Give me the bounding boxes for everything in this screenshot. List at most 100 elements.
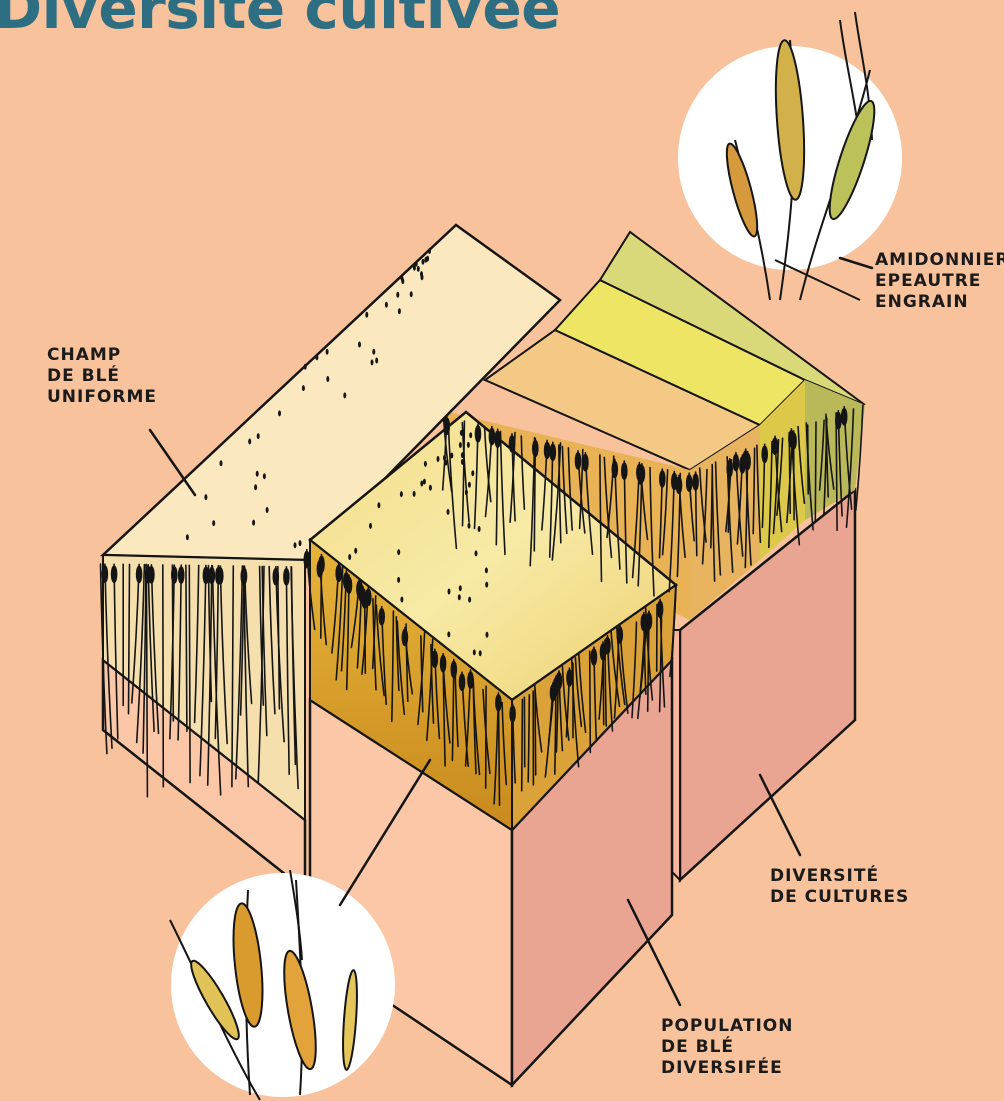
wheat-ear <box>545 442 550 458</box>
wheat-ear <box>605 638 610 654</box>
wheat-ear <box>576 453 581 469</box>
wheat-ear <box>336 565 341 581</box>
label-line: DE BLÉ <box>47 366 157 387</box>
wheat-stalk <box>590 651 591 752</box>
texture-dot <box>212 520 215 526</box>
wheat-ear <box>179 567 184 583</box>
wheat-ear <box>510 436 515 452</box>
wheat-stalk <box>836 413 837 531</box>
texture-dot <box>428 248 431 254</box>
texture-dot <box>459 442 462 448</box>
wheat-ear <box>489 429 494 445</box>
texture-dot <box>460 430 463 436</box>
wheat-ear <box>773 438 778 454</box>
wheat-ear <box>789 431 794 447</box>
texture-dot <box>458 594 461 600</box>
texture-dot <box>252 520 255 526</box>
wheat-ear <box>379 609 384 625</box>
texture-dot <box>371 359 374 365</box>
texture-dot <box>204 494 207 500</box>
texture-dot <box>447 631 450 637</box>
texture-dot <box>248 439 251 445</box>
wheat-ear <box>762 446 767 462</box>
texture-dot <box>410 291 413 297</box>
label-ancient-wheats: AMIDONNIER EPEAUTRE ENGRAIN <box>875 250 1004 313</box>
texture-dot <box>424 257 427 263</box>
wheat-ear <box>317 561 322 577</box>
wheat-ear <box>203 567 208 583</box>
wheat-ear <box>476 426 481 442</box>
wheat-stalk <box>172 565 173 721</box>
wheat-ear <box>137 566 142 582</box>
texture-dot <box>372 349 375 355</box>
label-line: DIVERSIFÉE <box>661 1058 793 1079</box>
texture-dot <box>443 455 446 461</box>
texture-dot <box>420 271 423 277</box>
wheat-stalk <box>186 565 187 731</box>
texture-dot <box>437 456 440 462</box>
texture-dot <box>278 410 281 416</box>
wheat-ear <box>687 475 692 491</box>
texture-dot <box>468 523 471 529</box>
wheat-ear <box>567 670 572 686</box>
texture-dot <box>461 452 464 458</box>
wheat-ear <box>693 474 698 490</box>
wheat-ear <box>612 461 617 477</box>
texture-dot <box>459 585 462 591</box>
texture-dot <box>485 582 488 588</box>
wheat-ear <box>677 477 682 493</box>
texture-dot <box>420 481 423 487</box>
texture-dot <box>375 358 378 364</box>
texture-dot <box>220 460 223 466</box>
wheat-ear <box>304 552 309 568</box>
wheat-ear <box>112 566 117 582</box>
texture-dot <box>423 479 426 485</box>
texture-dot <box>385 302 388 308</box>
wheat-stalk <box>499 697 500 805</box>
texture-dot <box>343 392 346 398</box>
wheat-ear <box>218 568 223 584</box>
texture-dot <box>467 442 470 448</box>
texture-dot <box>401 278 404 284</box>
wheat-ear <box>347 577 352 593</box>
texture-dot <box>186 534 189 540</box>
label-wheat-population: POPULATION DE BLÉ DIVERSIFÉE <box>661 1016 793 1079</box>
wheat-ear <box>638 468 643 484</box>
texture-dot <box>417 266 420 272</box>
wheat-ear <box>591 649 596 665</box>
texture-dot <box>429 485 432 491</box>
wheat-ear <box>284 569 289 585</box>
wheat-stalk <box>129 564 130 713</box>
texture-dot <box>450 453 453 459</box>
wheat-stalk <box>163 565 164 787</box>
texture-dot <box>468 482 471 488</box>
wheat-ear <box>102 566 107 582</box>
wheat-stalk <box>146 565 147 797</box>
wheat-ears-icon <box>678 12 902 300</box>
wheat-ear <box>432 651 437 667</box>
wheat-ear <box>583 455 588 471</box>
wheat-ear <box>836 413 841 429</box>
texture-dot <box>266 507 269 513</box>
wheat-ear <box>658 601 663 617</box>
texture-dot <box>471 470 474 476</box>
texture-dot <box>424 461 427 467</box>
texture-dot <box>398 308 401 314</box>
texture-dot <box>422 259 425 265</box>
texture-dot <box>302 385 305 391</box>
texture-dot <box>299 540 302 546</box>
wheat-ear <box>550 444 555 460</box>
wheat-ear <box>617 627 622 643</box>
label-line: DE CULTURES <box>770 887 909 908</box>
texture-dot <box>473 649 476 655</box>
wheat-ear <box>842 409 847 425</box>
texture-dot <box>465 489 468 495</box>
wheat-ear <box>533 441 538 457</box>
texture-dot <box>257 433 260 439</box>
wheat-stalk <box>522 699 523 791</box>
texture-dot <box>263 473 266 479</box>
texture-dot <box>254 484 257 490</box>
texture-dot <box>468 597 471 603</box>
texture-dot <box>397 577 400 583</box>
texture-dot <box>413 491 416 497</box>
